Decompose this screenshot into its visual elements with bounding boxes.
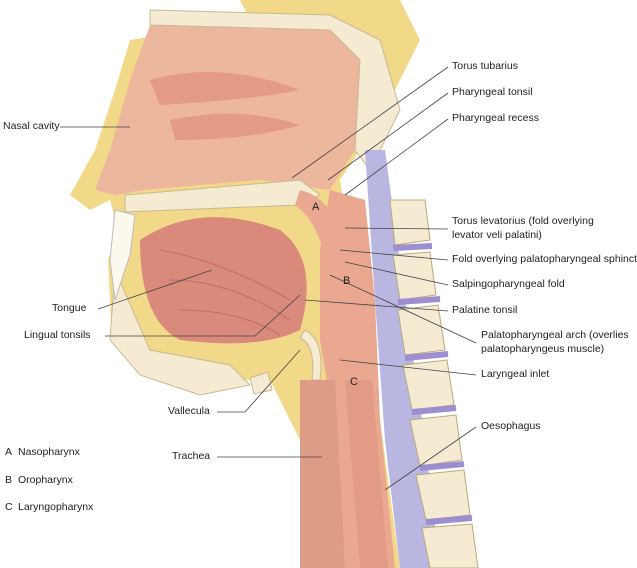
legend-name: Oropharynx [18,474,73,486]
label-torus-levatorius-1: Torus levatorius (fold overlying [452,215,594,227]
label-palatopharyngeal-arch-2: palatopharyngeus muscle) [481,343,605,355]
legend-letter: A [5,446,13,458]
label-palatopharyngeal-arch-1: Palatopharyngeal arch (overlies [481,329,629,341]
label-torus-levatorius-2: levator veli palatini) [452,229,542,241]
intervertebral-discs [392,243,473,525]
turbinates [150,72,300,140]
legend-name: Laryngopharynx [18,501,94,513]
hyoid [249,371,273,395]
oesophagus-tube [345,380,388,568]
cervical-vertebrae [389,199,479,568]
label-salpingopharyngeal-fold: Salpingopharyngeal fold [452,278,565,290]
legend-letter: B [5,474,13,486]
region-letter-c: C [350,376,358,388]
label-trachea: Trachea [172,450,211,462]
legend-name: Nasopharynx [18,446,80,458]
region-letter-a: A [312,201,320,213]
legend-letter: C [5,501,13,513]
label-vallecula: Vallecula [168,405,210,417]
label-tongue: Tongue [52,302,87,314]
label-pharyngeal-recess: Pharyngeal recess [452,112,539,124]
nasal-cavity-region [95,25,360,195]
leader-lines [60,66,477,491]
label-fold-sphincter: Fold overlying palatopharyngeal sphincte… [452,253,637,265]
tongue-fibres [159,249,291,336]
mandible [109,269,252,396]
label-pharyngeal-tonsil: Pharyngeal tonsil [452,86,533,98]
label-nasal-cavity: Nasal cavity [3,120,60,132]
label-palatine-tonsil: Palatine tonsil [452,304,518,316]
label-torus-tubarius: Torus tubarius [452,60,518,72]
label-lingual-tonsils: Lingual tonsils [24,329,91,341]
tongue-body [140,217,307,344]
trachea-tube [300,380,345,568]
label-oesophagus: Oesophagus [481,420,541,432]
teeth [109,209,136,301]
region-letter-b: B [343,275,351,287]
label-laryngeal-inlet: Laryngeal inlet [481,368,550,380]
